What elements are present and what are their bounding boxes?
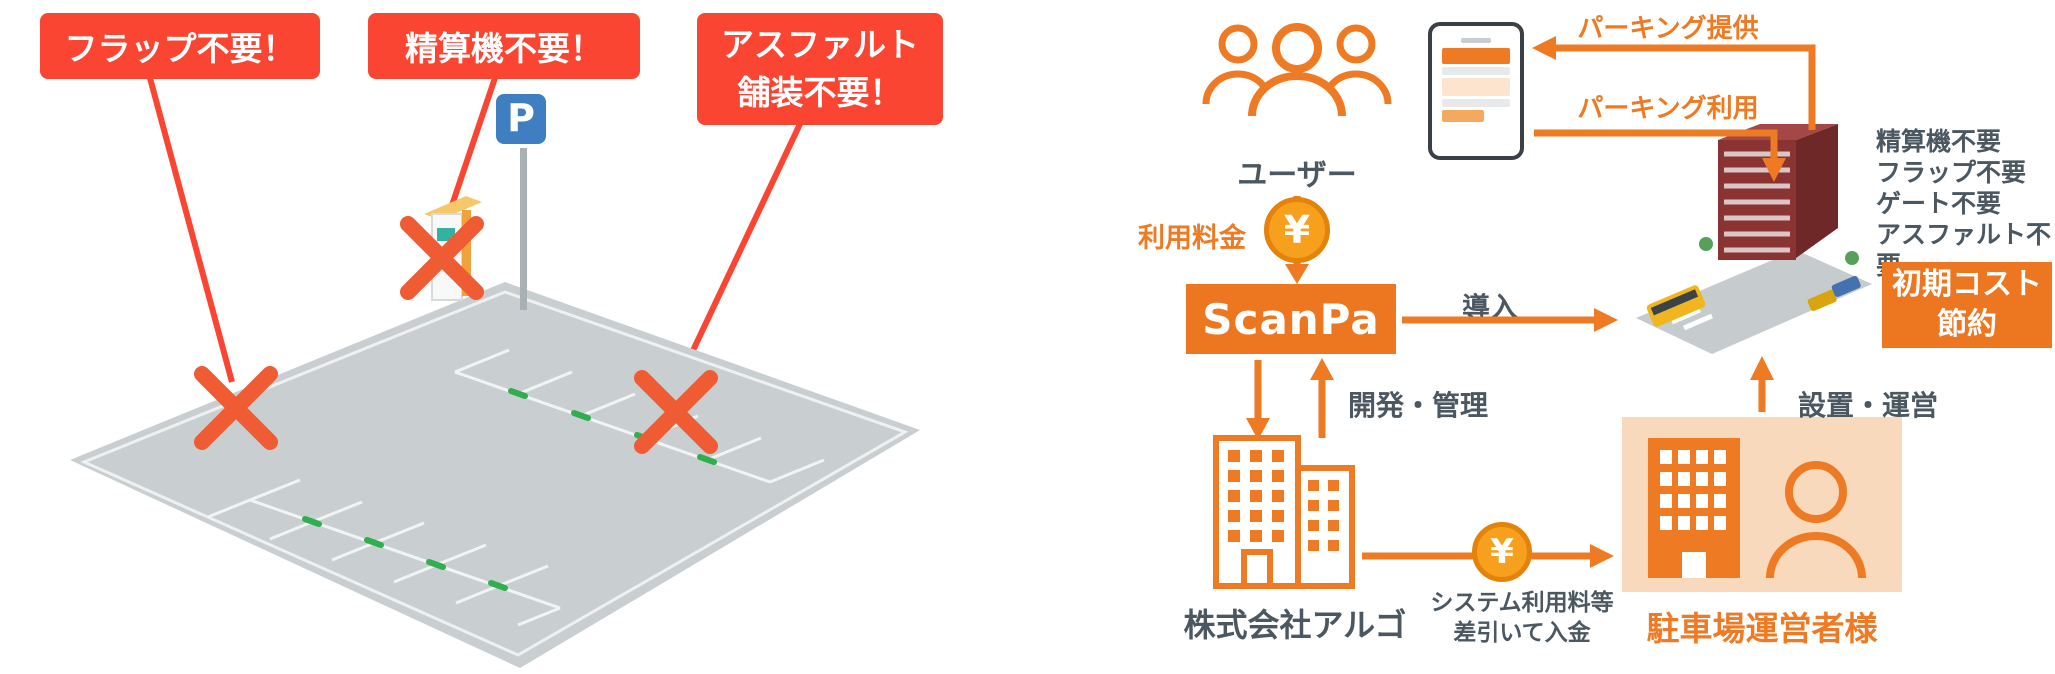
feature-no-flap: フラップ不要 bbox=[1876, 158, 2027, 187]
connector-machine bbox=[444, 77, 498, 221]
phone-app-row2 bbox=[1442, 99, 1510, 107]
parking-use-label: パーキング利用 bbox=[1577, 94, 1759, 124]
phone-app-button bbox=[1442, 110, 1484, 122]
connector-flap bbox=[147, 77, 235, 383]
phone-app-row bbox=[1442, 67, 1510, 75]
connector-asphalt bbox=[677, 122, 803, 380]
initial-cost-line2: 節約 bbox=[1937, 307, 1997, 342]
building-front bbox=[1718, 140, 1796, 260]
parking-sensors bbox=[302, 388, 717, 591]
tree-icon bbox=[1699, 237, 1713, 251]
initial-cost-line1: 初期コスト bbox=[1892, 266, 2042, 302]
fee-note-line2: 差引いて入金 bbox=[1453, 620, 1591, 646]
x-mark-right bbox=[634, 370, 718, 454]
install-operate-label: 設置・運営 bbox=[1798, 389, 1939, 422]
argo-building-icon bbox=[1213, 435, 1355, 589]
phone-app-header bbox=[1442, 48, 1510, 64]
phone-app-card bbox=[1442, 78, 1510, 96]
building-roof bbox=[1718, 124, 1838, 140]
argo-door bbox=[1241, 549, 1273, 589]
users-icon bbox=[1202, 23, 1392, 117]
callout-no-asphalt: アスファルト 舗装不要！ bbox=[697, 13, 943, 125]
callout-no-asphalt-line1: アスファルト bbox=[721, 25, 919, 65]
argo-windows bbox=[1228, 450, 1339, 551]
feature-no-gate: ゲート不要 bbox=[1876, 189, 2002, 218]
usage-fee-label: 利用料金 bbox=[1138, 223, 1246, 254]
parking-provide-label: パーキング提供 bbox=[1577, 14, 1759, 44]
phone-speaker bbox=[1460, 38, 1492, 43]
yen-coin-usage: ¥ bbox=[1264, 197, 1330, 263]
parking-lot-illustration: P bbox=[70, 90, 920, 668]
user-label: ユーザー bbox=[1237, 158, 1357, 193]
car-icon-yellow bbox=[1807, 289, 1837, 311]
callout-no-flap-text: フラップ不要！ bbox=[64, 29, 296, 68]
feature-list: 精算機不要 フラップ不要 ゲート不要 アスファルト不要 bbox=[1876, 126, 2055, 281]
x-mark-left bbox=[194, 366, 278, 450]
operator-label: 駐車場運営者様 bbox=[1646, 609, 1878, 648]
tree-icon bbox=[1845, 251, 1859, 265]
initial-cost-box: 初期コスト 節約 bbox=[1882, 262, 2052, 348]
parking-lot-border-line bbox=[80, 290, 909, 657]
city-building-illustration bbox=[1636, 124, 1872, 354]
callout-no-pay-machine-text: 精算機不要！ bbox=[405, 29, 603, 68]
parking-sign-letter: P bbox=[507, 96, 535, 140]
scanpa-box: ScanPa bbox=[1186, 284, 1396, 354]
stall-row-middle bbox=[207, 478, 561, 627]
fee-note-line1: システム利用料等 bbox=[1430, 590, 1614, 616]
feature-no-pay-machine: 精算機不要 bbox=[1876, 127, 2002, 156]
payment-kiosk-icon bbox=[424, 196, 482, 301]
callout-no-flap: フラップ不要！ bbox=[40, 13, 320, 79]
bus-icon bbox=[1646, 285, 1706, 327]
parking-lot-ground bbox=[70, 282, 920, 668]
callout-no-asphalt-line2: 舗装不要！ bbox=[737, 73, 903, 112]
crosswalk bbox=[1659, 301, 1713, 331]
introduction-label: 導入 bbox=[1461, 291, 1518, 324]
yen-symbol-2: ¥ bbox=[1490, 532, 1514, 572]
phone-icon bbox=[1428, 22, 1524, 160]
street bbox=[1636, 250, 1872, 354]
yen-symbol: ¥ bbox=[1283, 208, 1311, 252]
fee-note: システム利用料等 差引いて入金 bbox=[1412, 588, 1632, 648]
yen-coin-payment: ¥ bbox=[1472, 522, 1532, 582]
building-side bbox=[1796, 124, 1838, 258]
stall-row-upper bbox=[454, 348, 825, 484]
car-icon-blue bbox=[1831, 275, 1861, 297]
arrow-parking-use bbox=[1534, 129, 1778, 160]
x-mark-kiosk bbox=[400, 216, 484, 300]
x-marks bbox=[194, 216, 718, 454]
dev-manage-label: 開発・管理 bbox=[1348, 389, 1489, 422]
callout-no-pay-machine: 精算機不要！ bbox=[368, 13, 640, 79]
company-label: 株式会社アルゴ bbox=[1183, 606, 1407, 644]
operator-panel bbox=[1622, 417, 1902, 592]
parking-sign-icon: P bbox=[492, 90, 550, 310]
building-windows bbox=[1724, 151, 1790, 253]
